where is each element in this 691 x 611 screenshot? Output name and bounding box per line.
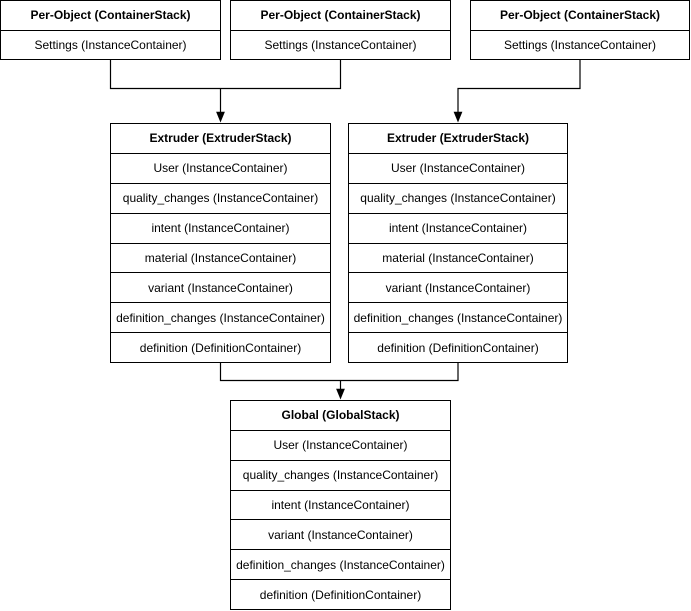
stack-row: definition (DefinitionContainer): [139, 340, 302, 355]
edge-extruder1-extruder2: [219, 363, 459, 382]
edge-perobject1-perobject2: [109, 60, 342, 90]
stack-row: material (InstanceContainer): [349, 244, 567, 274]
stack-row: variant (InstanceContainer): [111, 273, 330, 304]
global-stack: Global (GlobalStack) User (InstanceConta…: [230, 400, 451, 610]
per-object-stack-1: Per-Object (ContainerStack) Settings (In…: [0, 0, 221, 60]
per-object-stack-2: Per-Object (ContainerStack) Settings (In…: [230, 0, 451, 60]
arrowhead-extruder2: [453, 111, 463, 123]
stack-row: definition (DefinitionContainer): [377, 340, 539, 355]
stack-title: Global (GlobalStack): [231, 401, 450, 431]
extruder-stack-2: Extruder (ExtruderStack) User (InstanceC…: [348, 123, 568, 363]
per-object-stack-3: Per-Object (ContainerStack) Settings (In…: [470, 0, 690, 60]
stack-row: material (InstanceContainer): [111, 244, 330, 274]
stack-title: Extruder (ExtruderStack): [111, 124, 330, 154]
stack-row: User (InstanceContainer): [231, 431, 450, 461]
edge-perobject3-to-extruder2: [457, 60, 581, 114]
arrowhead-extruder1: [216, 111, 225, 123]
stack-row: intent (InstanceContainer): [111, 214, 330, 244]
stack-row: definition_changes (InstanceContainer): [349, 303, 567, 334]
extruder-stack-1: Extruder (ExtruderStack) User (InstanceC…: [110, 123, 331, 363]
stack-title: Extruder (ExtruderStack): [349, 124, 567, 154]
stack-row: variant (InstanceContainer): [349, 273, 567, 304]
stack-row: definition_changes (InstanceContainer): [111, 303, 330, 334]
stack-row: definition_changes (InstanceContainer): [231, 550, 450, 581]
stack-row: Settings (InstanceContainer): [34, 37, 187, 52]
stack-title: Per-Object (ContainerStack): [231, 1, 450, 31]
stack-title: Per-Object (ContainerStack): [471, 1, 689, 31]
stack-row: intent (InstanceContainer): [231, 491, 450, 521]
arrowhead-global: [336, 388, 345, 400]
stack-row: User (InstanceContainer): [349, 154, 567, 184]
stack-row: Settings (InstanceContainer): [264, 37, 417, 52]
stack-row: definition (DefinitionContainer): [259, 587, 422, 602]
stack-row: quality_changes (InstanceContainer): [349, 184, 567, 214]
stack-row: intent (InstanceContainer): [349, 214, 567, 244]
stack-title: Per-Object (ContainerStack): [1, 1, 220, 31]
stack-row: quality_changes (InstanceContainer): [231, 461, 450, 491]
stack-row: User (InstanceContainer): [111, 154, 330, 184]
stack-row: quality_changes (InstanceContainer): [111, 184, 330, 214]
stack-row: variant (InstanceContainer): [231, 520, 450, 551]
stack-row: Settings (InstanceContainer): [503, 37, 657, 52]
